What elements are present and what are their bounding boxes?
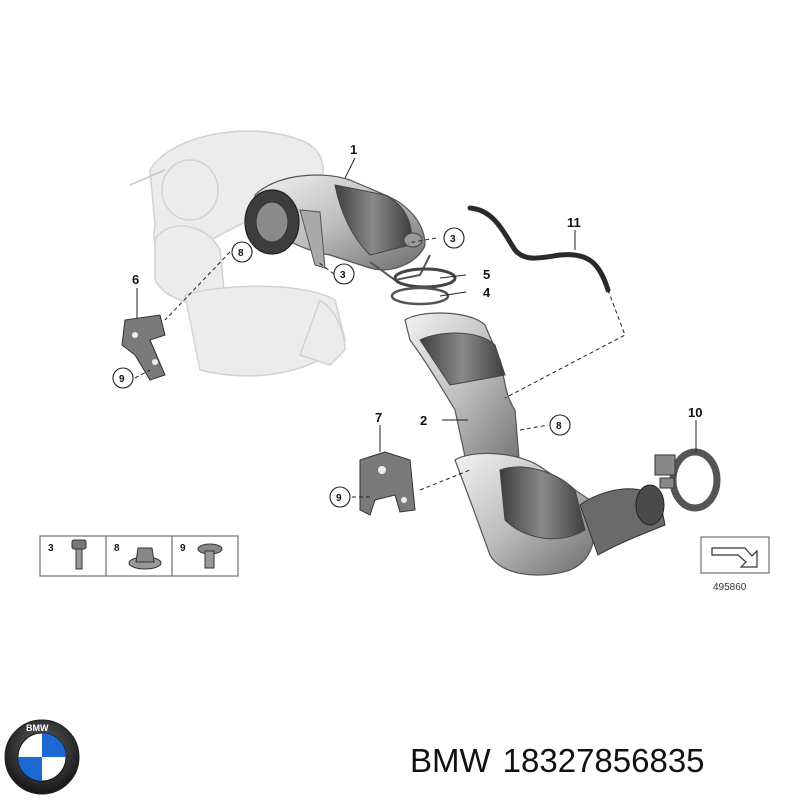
callout-8b-circle — [549, 414, 571, 436]
nut-icon — [128, 547, 162, 570]
part-6-bracket — [121, 314, 166, 381]
callout-8b: 8 — [556, 421, 562, 432]
callout-8a-circle — [231, 241, 253, 263]
callout-9b-circle — [329, 486, 351, 508]
legend-label-3: 3 — [48, 543, 54, 554]
fastener-legend: 3 8 9 — [39, 535, 239, 577]
callout-8a: 8 — [238, 248, 244, 259]
callout-9a: 9 — [119, 374, 125, 385]
callout-4: 4 — [483, 285, 491, 300]
screw-icon — [197, 543, 223, 569]
part-4-gasket — [390, 286, 450, 306]
callout-9a-circle — [112, 367, 134, 389]
callout-3b-circle — [333, 263, 355, 285]
callout-2: 2 — [420, 413, 427, 428]
callout-10: 10 — [688, 405, 702, 420]
ghost-turbocharger — [129, 130, 346, 377]
legend-label-9: 9 — [180, 543, 186, 554]
part-7-bracket — [359, 451, 416, 516]
callout-3a-circle — [443, 227, 465, 249]
part-11-hose — [467, 205, 611, 293]
callout-6: 6 — [132, 272, 139, 287]
leader-lines — [134, 157, 697, 498]
drawing-number-box: 495860 — [700, 536, 770, 593]
callout-9b: 9 — [336, 493, 342, 504]
caption-part-number: 18327856835 — [502, 742, 705, 779]
part-10-clamp — [654, 448, 721, 512]
callout-1: 1 — [350, 142, 357, 157]
caption-brand: BMW — [410, 742, 491, 779]
callout-5: 5 — [483, 267, 490, 282]
drawing-number: 495860 — [713, 582, 747, 593]
bolt-icon — [71, 539, 87, 570]
part-caption: BMW 18327856835 — [410, 742, 717, 780]
callout-3a: 3 — [450, 234, 456, 245]
callout-11: 11 — [567, 215, 581, 230]
callout-7: 7 — [375, 410, 382, 425]
bmw-logo: BMW — [4, 719, 80, 795]
part-2-front-pipe — [404, 312, 666, 576]
legend-label-8: 8 — [114, 543, 120, 554]
bmw-logo-text: BMW — [26, 723, 49, 733]
part-1-catalytic-converter — [244, 174, 431, 282]
callout-labels: 1 2 3 3 4 5 6 7 8 8 9 9 10 11 — [112, 142, 702, 508]
callout-3b: 3 — [340, 270, 346, 281]
